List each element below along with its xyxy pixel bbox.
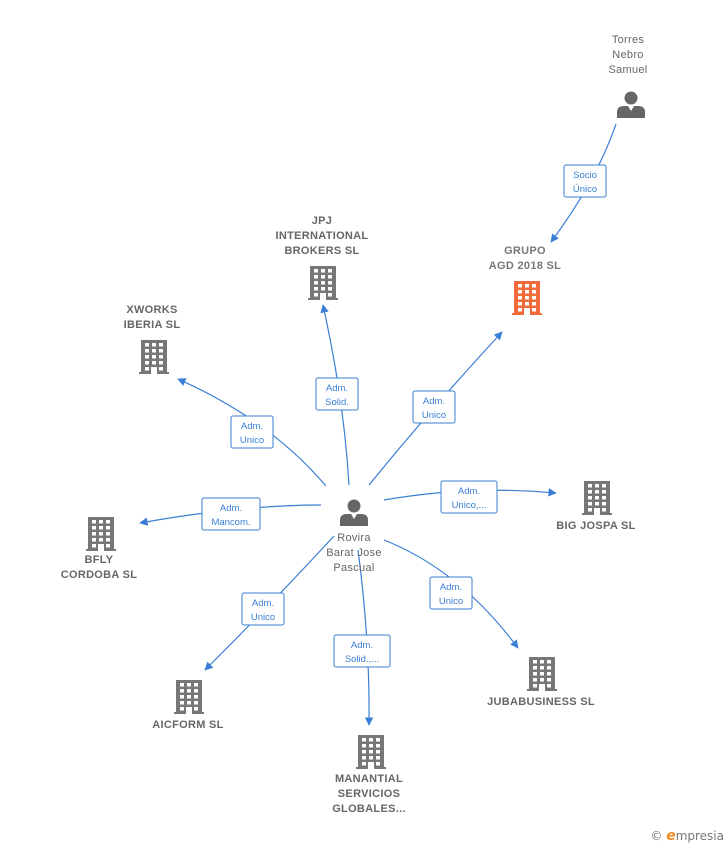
edge-label-text: Adm. [440, 582, 462, 593]
node-label: Pascual [333, 562, 374, 574]
building-icon [86, 517, 116, 551]
edge-label-text: Adm. [458, 486, 480, 497]
edge-label-text: Solid. [325, 397, 349, 408]
node-label: JUBABUSINESS SL [487, 696, 595, 708]
node-label: MANANTIAL [335, 773, 403, 785]
edge-label-text: Unico [422, 410, 446, 421]
node-label: Torres [612, 34, 645, 46]
edge-label-box [201, 497, 261, 531]
edge-label-rovira-jpj[interactable]: Adm. Solid. [315, 377, 359, 411]
edge-label-text: Unico [439, 596, 463, 607]
person-icon [617, 91, 645, 118]
node-label: GLOBALES... [332, 803, 406, 815]
node-manantial[interactable]: MANANTIAL SERVICIOS GLOBALES... [332, 735, 406, 815]
edge-label-box [230, 415, 274, 449]
edge-label-text: Unico [251, 612, 275, 623]
edge-label-text: Adm. [326, 383, 348, 394]
edge-label-text: Adm. [423, 396, 445, 407]
edge-label-box [241, 592, 285, 626]
edge-label-text: Socio [573, 170, 597, 181]
edge-label-box [429, 576, 473, 610]
edge-label-box [440, 480, 498, 514]
edge-label-rovira-grupo[interactable]: Adm. Unico [412, 390, 456, 424]
node-label: Nebro [612, 49, 643, 61]
node-label: CORDOBA SL [61, 569, 138, 581]
edge-label-text: Unico [240, 435, 264, 446]
edge-rovira-manantial: Adm. Solid.,... [333, 549, 391, 726]
node-label: BFLY [85, 554, 114, 566]
edge-label-text: Adm. [252, 598, 274, 609]
edge-label-text: Único [573, 184, 597, 195]
node-label: GRUPO [504, 245, 546, 257]
node-xworks[interactable]: XWORKS IBERIA SL [124, 304, 181, 374]
node-bfly[interactable]: BFLY CORDOBA SL [61, 517, 138, 581]
building-icon [356, 735, 386, 769]
brand-name: mpresia [675, 829, 724, 843]
node-label: XWORKS [126, 304, 177, 316]
edge-rovira-jpj: Adm. Solid. [315, 304, 359, 486]
node-aicform[interactable]: AICFORM SL [152, 680, 223, 731]
person-icon [340, 499, 368, 526]
node-label: Barat Jose [326, 547, 382, 559]
building-icon [139, 340, 169, 374]
edge-label-text: Adm. [351, 640, 373, 651]
node-label: Rovira [337, 532, 371, 544]
node-label: INTERNATIONAL [276, 230, 369, 242]
edge-rovira-xworks: Adm. Unico [177, 378, 327, 487]
copyright-icon: © [650, 829, 663, 843]
node-label: JPJ [312, 215, 332, 227]
edge-label-rovira-jubabusiness[interactable]: Adm. Unico [429, 576, 473, 610]
node-label: BROKERS SL [284, 245, 359, 257]
building-icon [512, 281, 542, 315]
edge-label-rovira-bigjospa[interactable]: Adm. Unico,... [440, 480, 498, 514]
node-label: Samuel [608, 64, 647, 76]
edge-label-box [333, 634, 391, 668]
edge-label-rovira-aicform[interactable]: Adm. Unico [241, 592, 285, 626]
edge-rovira-bfly: Adm. Mancom. [139, 497, 322, 531]
edge-label-box [412, 390, 456, 424]
node-label: AICFORM SL [152, 719, 223, 731]
edge-rovira-jubabusiness: Adm. Unico [383, 539, 519, 649]
edge-rovira-bigjospa: Adm. Unico,... [383, 480, 557, 514]
node-label: AGD 2018 SL [489, 260, 561, 272]
building-icon [174, 680, 204, 714]
node-label: SERVICIOS [338, 788, 400, 800]
edge-label-box [563, 164, 607, 198]
building-icon [308, 266, 338, 300]
empresia-brand[interactable]: © empresia [650, 828, 724, 844]
edge-rovira-aicform: Adm. Unico [204, 535, 335, 671]
node-jubabusiness[interactable]: JUBABUSINESS SL [487, 657, 595, 708]
brand-initial: e [666, 828, 676, 844]
edge-label-rovira-xworks[interactable]: Adm. Unico [230, 415, 274, 449]
edge-label-text: Adm. [241, 421, 263, 432]
node-label: IBERIA SL [124, 319, 181, 331]
edge-label-text: Solid.,... [345, 654, 379, 665]
node-grupo[interactable]: GRUPO AGD 2018 SL [489, 245, 561, 315]
node-jpj[interactable]: JPJ INTERNATIONAL BROKERS SL [276, 215, 369, 300]
edge-rovira-grupo: Adm. Unico [368, 331, 503, 486]
edge-label-box [315, 377, 359, 411]
edge-label-text: Mancom. [211, 517, 250, 528]
node-bigjospa[interactable]: BIG JOSPA SL [556, 481, 635, 532]
edge-label-rovira-bfly[interactable]: Adm. Mancom. [201, 497, 261, 531]
edge-label-rovira-manantial[interactable]: Adm. Solid.,... [333, 634, 391, 668]
edge-label-text: Adm. [220, 503, 242, 514]
building-icon [582, 481, 612, 515]
building-icon [527, 657, 557, 691]
edges-layer: SocioÚnicoAdm.Solid.Adm.UnicoAdm.UnicoAd… [139, 123, 617, 726]
node-label: BIG JOSPA SL [556, 520, 635, 532]
edge-label-text: Unico,... [452, 500, 487, 511]
